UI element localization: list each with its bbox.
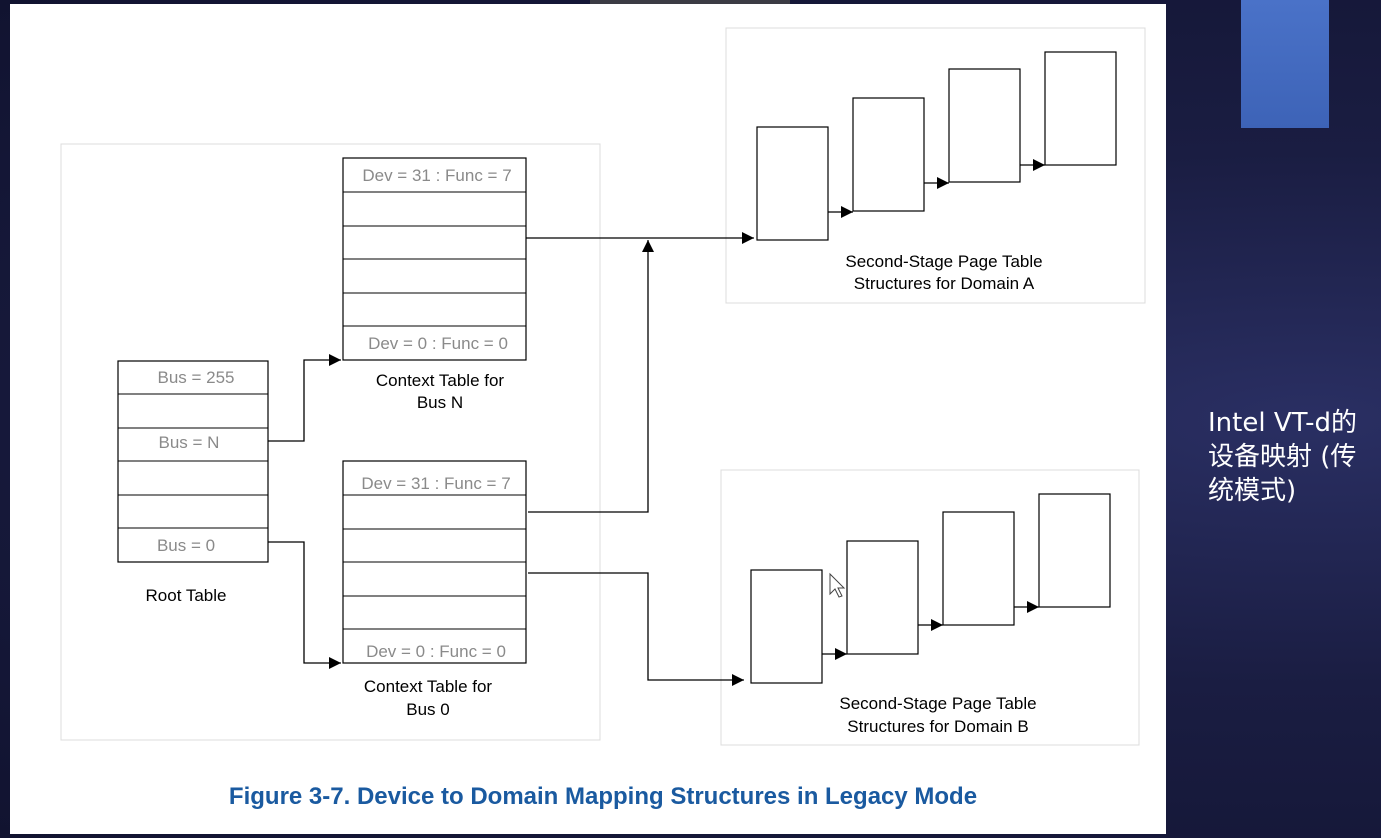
arrow-ctx-0-to-domain-a <box>528 240 654 513</box>
accent-block <box>1241 0 1329 128</box>
context-table-bus-n-label-1: Context Table for <box>376 371 505 390</box>
root-row-bus-255: Bus = 255 <box>157 368 234 387</box>
context-table-bus-0-label-2: Bus 0 <box>406 700 449 719</box>
domain-a-label-2: Structures for Domain A <box>854 274 1035 293</box>
ctx-n-row-dev31: Dev = 31 : Func = 7 <box>362 166 511 185</box>
context-table-bus-n: Dev = 31 : Func = 7 Dev = 0 : Func = 0 <box>342 157 527 361</box>
context-table-bus-n-label-2: Bus N <box>417 393 463 412</box>
domain-a-page-tables <box>756 51 1117 241</box>
domain-b-page-tables <box>750 493 1111 684</box>
ctx-0-row-dev31: Dev = 31 : Func = 7 <box>361 474 510 493</box>
domain-b-frame <box>720 469 1140 746</box>
arrow-bus-0-to-context <box>268 541 341 669</box>
slide-side-caption: Intel VT-d的设备映射 (传统模式) <box>1208 408 1357 506</box>
ctx-n-row-dev0: Dev = 0 : Func = 0 <box>368 334 508 353</box>
domain-b-label-1: Second-Stage Page Table <box>839 694 1036 713</box>
ctx-0-row-dev0: Dev = 0 : Func = 0 <box>366 642 506 661</box>
root-table: Bus = 255 Bus = N Bus = 0 <box>117 360 269 563</box>
root-row-bus-0: Bus = 0 <box>157 536 215 555</box>
domain-a-frame <box>725 27 1146 304</box>
mapping-diagram: Bus = 255 Bus = N Bus = 0 Root Table Dev… <box>60 27 1146 810</box>
domain-b-label-2: Structures for Domain B <box>847 717 1028 736</box>
mouse-cursor-icon <box>829 572 846 598</box>
root-table-label: Root Table <box>146 586 227 605</box>
arrow-ctx-0-to-domain-b <box>528 572 744 686</box>
context-table-bus-0-label-1: Context Table for <box>364 677 493 696</box>
context-table-bus-0: Dev = 31 : Func = 7 Dev = 0 : Func = 0 <box>342 460 527 664</box>
arrow-bus-n-to-context <box>268 354 341 442</box>
tables-group-frame <box>60 143 601 741</box>
domain-a-label-1: Second-Stage Page Table <box>845 252 1042 271</box>
root-row-bus-n: Bus = N <box>159 433 220 452</box>
figure-caption: Figure 3-7. Device to Domain Mapping Str… <box>229 783 977 810</box>
